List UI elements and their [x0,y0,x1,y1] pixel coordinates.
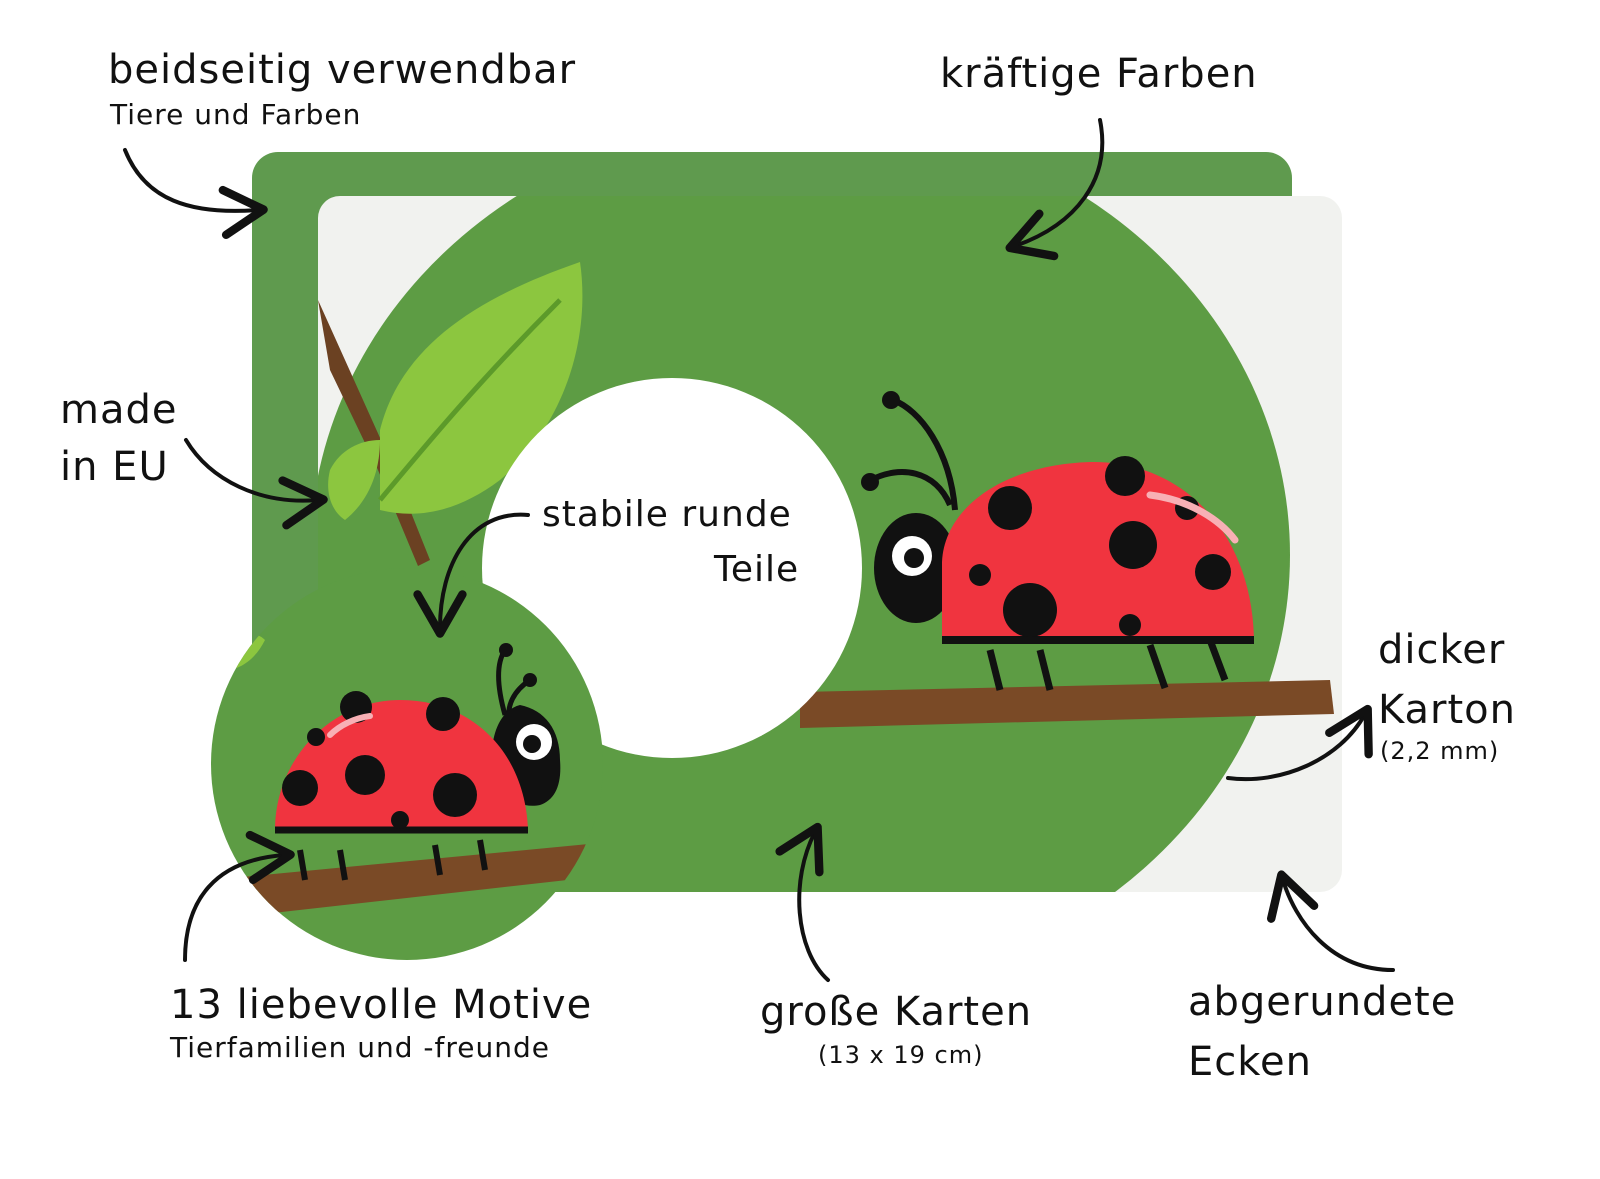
annotation-board-line2: Karton [1378,687,1516,733]
arrow-icon [123,118,1395,982]
annotation-colors-title: kräftige Farben [940,51,1258,97]
ladybug-large-icon [861,391,1254,691]
annotation-pieces-line2: Teile [714,549,800,590]
annotation-board-detail: (2,2 mm) [1380,737,1500,765]
annotation-origin-line1: made [60,387,178,433]
leaf-icon [328,262,583,520]
annotation-corners-line1: abgerundete [1188,979,1457,1025]
annotation-pieces-line1: stabile runde [542,494,792,535]
annotation-motifs-title: 13 liebevolle Motive [170,982,593,1028]
ladybug-small-icon [275,643,561,881]
annotation-size-detail: (13 x 19 cm) [818,1041,984,1069]
branch-icon [800,680,1334,728]
annotation-corners-line2: Ecken [1188,1039,1312,1085]
annotation-size-title: große Karten [760,989,1033,1035]
annotation-two-sided-title: beidseitig verwendbar [108,47,577,93]
annotation-origin-line2: in EU [60,444,169,490]
annotation-board-line1: dicker [1378,627,1506,673]
annotation-motifs-subtitle: Tierfamilien und -freunde [170,1031,551,1064]
empty-hole [482,378,862,758]
annotation-two-sided-subtitle: Tiere und Farben [110,98,362,131]
